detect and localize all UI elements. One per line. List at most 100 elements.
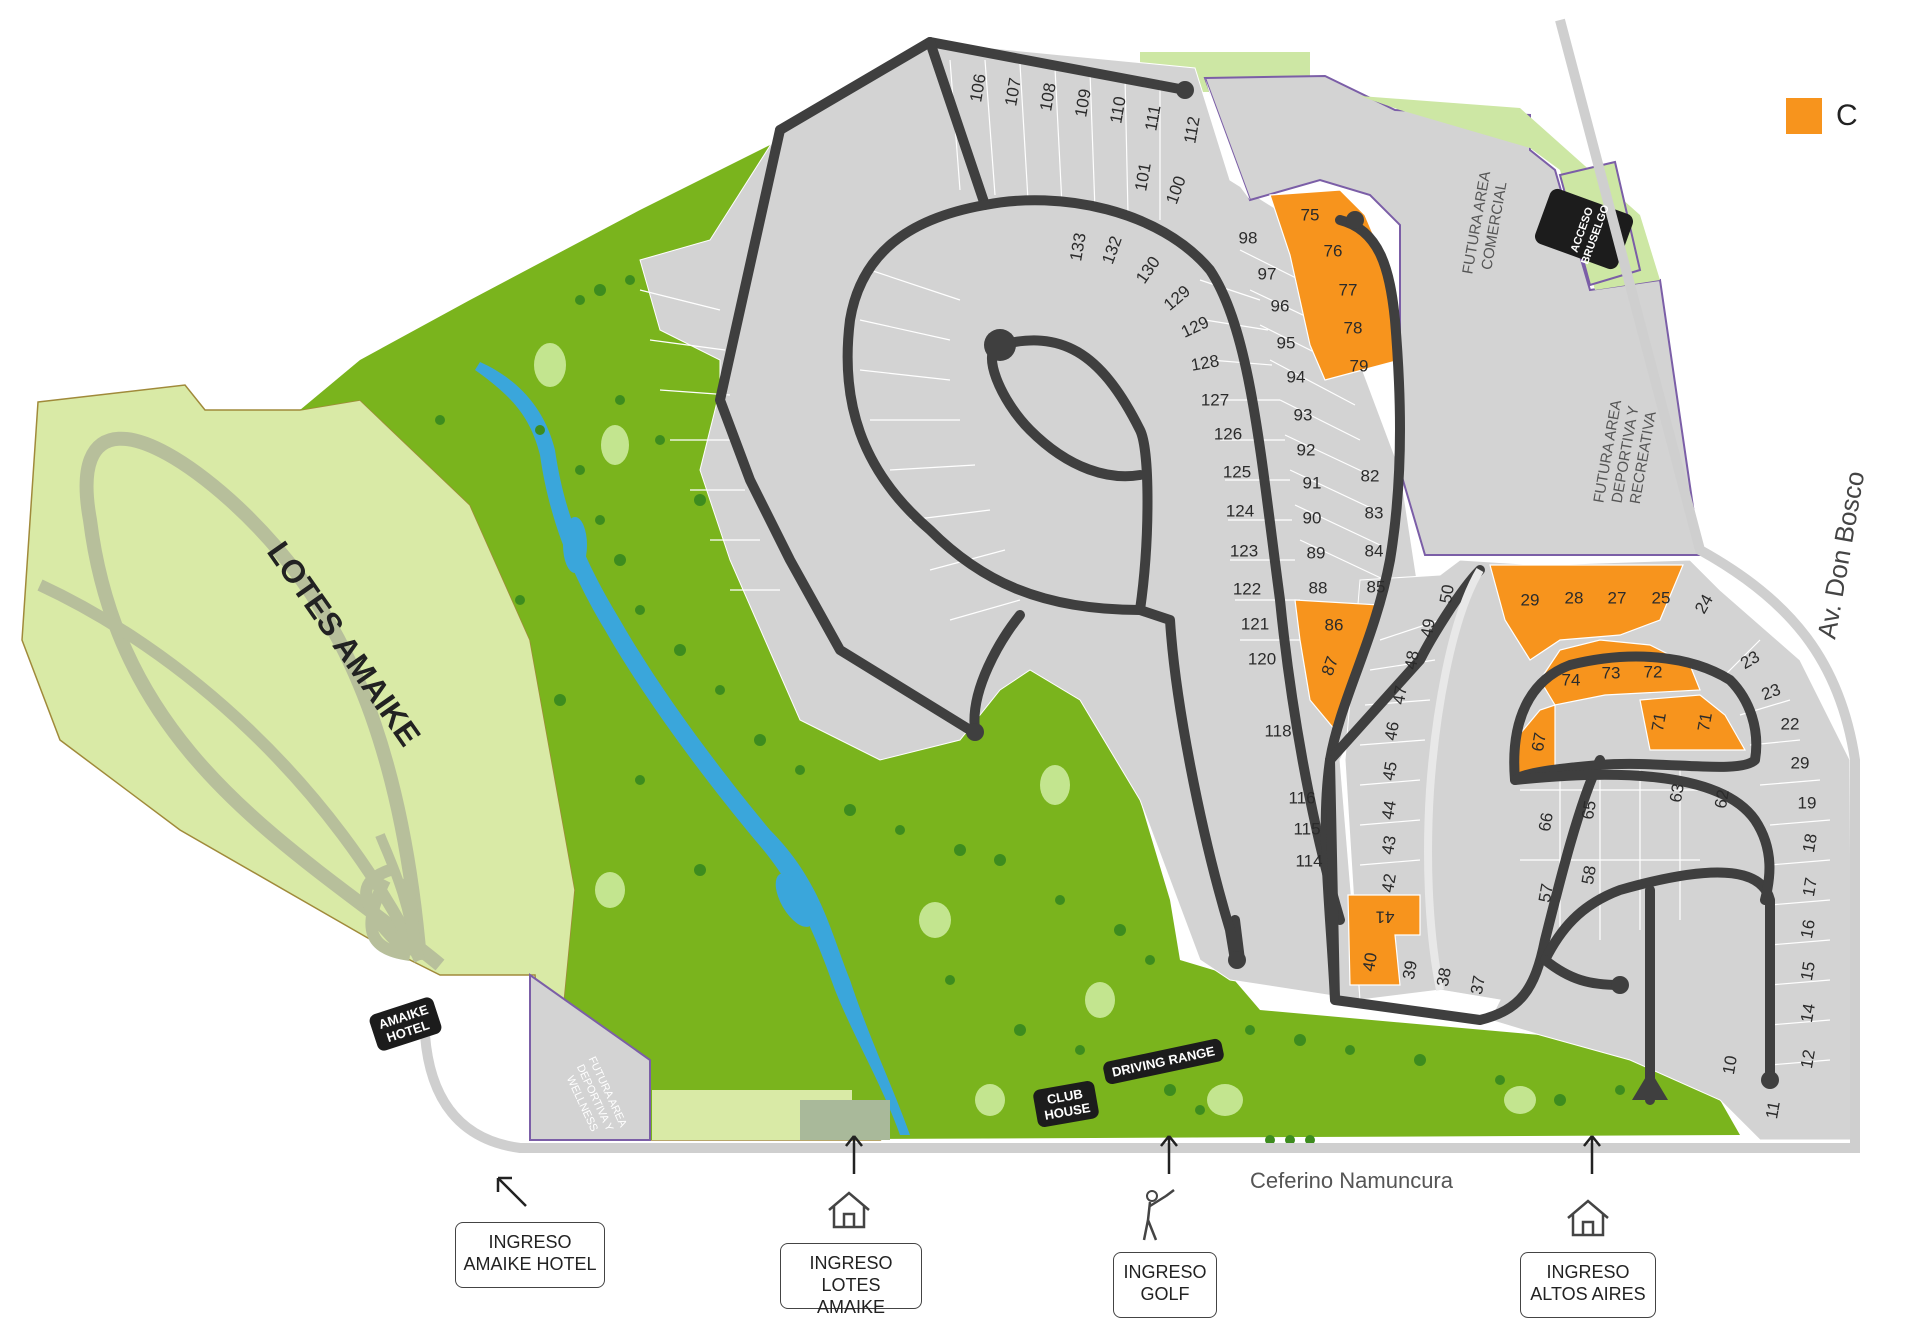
highlight-lot-79[interactable]: 79 — [1350, 357, 1369, 376]
highlight-lot-71[interactable]: 71 — [1694, 711, 1716, 733]
lot-116[interactable]: 116 — [1288, 789, 1315, 808]
lot-63[interactable]: 63 — [1666, 782, 1688, 804]
highlight-lot-67[interactable]: 67 — [1528, 731, 1550, 753]
lot-18[interactable]: 18 — [1799, 832, 1821, 854]
lot-37[interactable]: 37 — [1467, 974, 1489, 996]
highlight-lot-75[interactable]: 75 — [1301, 206, 1320, 225]
lot-82[interactable]: 82 — [1361, 467, 1380, 486]
highlight-lot-40[interactable]: 40 — [1359, 951, 1381, 973]
lot-95[interactable]: 95 — [1277, 334, 1296, 353]
highlight-lot-41[interactable]: 41 — [1376, 908, 1395, 927]
lot-115[interactable]: 115 — [1293, 820, 1320, 839]
lot-127[interactable]: 127 — [1201, 391, 1229, 410]
lot-92[interactable]: 92 — [1297, 441, 1316, 460]
lot-85[interactable]: 85 — [1367, 578, 1386, 597]
lot-111[interactable]: 111 — [1141, 104, 1164, 133]
lot-65[interactable]: 65 — [1578, 799, 1600, 821]
lot-19[interactable]: 19 — [1798, 794, 1817, 813]
lot-16[interactable]: 16 — [1797, 918, 1819, 940]
lot-108[interactable]: 108 — [1036, 81, 1060, 112]
highlight-lot-29[interactable]: 29 — [1521, 591, 1540, 610]
highlight-lot-25[interactable]: 25 — [1652, 589, 1671, 608]
lot-29[interactable]: 29 — [1791, 754, 1810, 773]
lot-126[interactable]: 126 — [1214, 425, 1242, 444]
lot-22[interactable]: 22 — [1781, 715, 1800, 734]
highlight-lot-78[interactable]: 78 — [1344, 319, 1363, 338]
lot-45[interactable]: 45 — [1379, 760, 1401, 782]
lot-98[interactable]: 98 — [1239, 229, 1258, 248]
lot-15[interactable]: 15 — [1797, 960, 1819, 982]
lot-38[interactable]: 38 — [1433, 966, 1455, 988]
lot-124[interactable]: 124 — [1226, 502, 1254, 521]
lot-17[interactable]: 17 — [1799, 876, 1821, 898]
lot-48[interactable]: 48 — [1401, 649, 1423, 671]
lot-125[interactable]: 125 — [1223, 463, 1251, 482]
road-culdesacs — [966, 81, 1779, 1100]
arrow-lotes-icon — [845, 1135, 863, 1174]
lot-83[interactable]: 83 — [1365, 504, 1384, 523]
street-av-don-bosco: Av. Don Bosco — [1811, 469, 1870, 641]
lot-57[interactable]: 57 — [1535, 882, 1557, 904]
perimeter-road — [420, 18, 1860, 1153]
lot-112[interactable]: 112 — [1180, 115, 1203, 145]
ingreso-hotel-line1: INGRESO — [488, 1232, 572, 1252]
ingreso-lotes-amaike[interactable]: INGRESO LOTES AMAIKE — [780, 1243, 922, 1317]
lot-107[interactable]: 107 — [1001, 76, 1025, 107]
lot-90[interactable]: 90 — [1303, 509, 1322, 528]
lot-93[interactable]: 93 — [1294, 406, 1313, 425]
highlight-lot-72[interactable]: 72 — [1644, 663, 1663, 682]
highlight-lot-73[interactable]: 73 — [1602, 664, 1621, 683]
lot-46[interactable]: 46 — [1381, 720, 1403, 742]
futura-area-wellness[interactable] — [529, 973, 651, 1141]
lot-50[interactable]: 50 — [1436, 583, 1458, 605]
highlight-lot-28[interactable]: 28 — [1565, 589, 1584, 608]
lot-91[interactable]: 91 — [1303, 474, 1322, 493]
highlight-lot-27[interactable]: 27 — [1608, 589, 1627, 608]
lot-84[interactable]: 84 — [1365, 542, 1384, 561]
highlight-lot-77[interactable]: 77 — [1339, 281, 1358, 300]
lot-128[interactable]: 128 — [1189, 351, 1220, 375]
lot-133[interactable]: 133 — [1066, 231, 1090, 262]
arrow-altos-icon — [1583, 1135, 1601, 1174]
lot-114[interactable]: 114 — [1295, 852, 1322, 871]
lot-66[interactable]: 66 — [1535, 811, 1557, 833]
ingreso-amaike-hotel[interactable]: INGRESO AMAIKE HOTEL — [455, 1222, 605, 1288]
lot-43[interactable]: 43 — [1378, 834, 1400, 856]
ingreso-altos-aires[interactable]: INGRESO ALTOS AIRES — [1520, 1252, 1656, 1318]
lot-39[interactable]: 39 — [1399, 959, 1421, 981]
lot-49[interactable]: 49 — [1417, 617, 1439, 639]
lot-96[interactable]: 96 — [1271, 297, 1290, 316]
lot-62[interactable]: 62 — [1711, 788, 1733, 810]
lot-106[interactable]: 106 — [966, 72, 990, 103]
highlight-lot-76[interactable]: 76 — [1324, 242, 1343, 261]
lot-122[interactable]: 122 — [1233, 580, 1261, 599]
highlight-lot-74[interactable]: 74 — [1562, 671, 1581, 690]
lot-42[interactable]: 42 — [1378, 872, 1400, 894]
ingreso-golf[interactable]: INGRESO GOLF — [1113, 1252, 1217, 1318]
ingreso-altos-line1: INGRESO — [1546, 1262, 1630, 1282]
lot-123[interactable]: 123 — [1230, 542, 1258, 561]
lot-58[interactable]: 58 — [1578, 864, 1600, 886]
lot-121[interactable]: 121 — [1241, 615, 1269, 634]
lot-118[interactable]: 118 — [1264, 722, 1291, 741]
lot-109[interactable]: 109 — [1071, 87, 1095, 118]
highlight-lot-86[interactable]: 86 — [1325, 616, 1344, 635]
lot-89[interactable]: 89 — [1307, 544, 1326, 563]
lot-101[interactable]: 101 — [1131, 161, 1155, 192]
lot-88[interactable]: 88 — [1309, 579, 1328, 598]
highlight-lot-71[interactable]: 71 — [1648, 711, 1670, 733]
lot-47[interactable]: 47 — [1389, 684, 1411, 706]
lot-110[interactable]: 110 — [1106, 95, 1129, 125]
lot-10[interactable]: 10 — [1719, 1054, 1741, 1076]
lot-97[interactable]: 97 — [1258, 265, 1277, 284]
house-icon — [1567, 1199, 1609, 1237]
lot-120[interactable]: 120 — [1248, 650, 1276, 669]
arrow-hotel-icon — [496, 1176, 527, 1207]
lot-12[interactable]: 12 — [1797, 1048, 1819, 1070]
lot-11[interactable]: 11 — [1762, 1100, 1784, 1121]
lot-14[interactable]: 14 — [1797, 1002, 1819, 1024]
lot-44[interactable]: 44 — [1378, 799, 1400, 821]
lot-94[interactable]: 94 — [1287, 368, 1306, 387]
